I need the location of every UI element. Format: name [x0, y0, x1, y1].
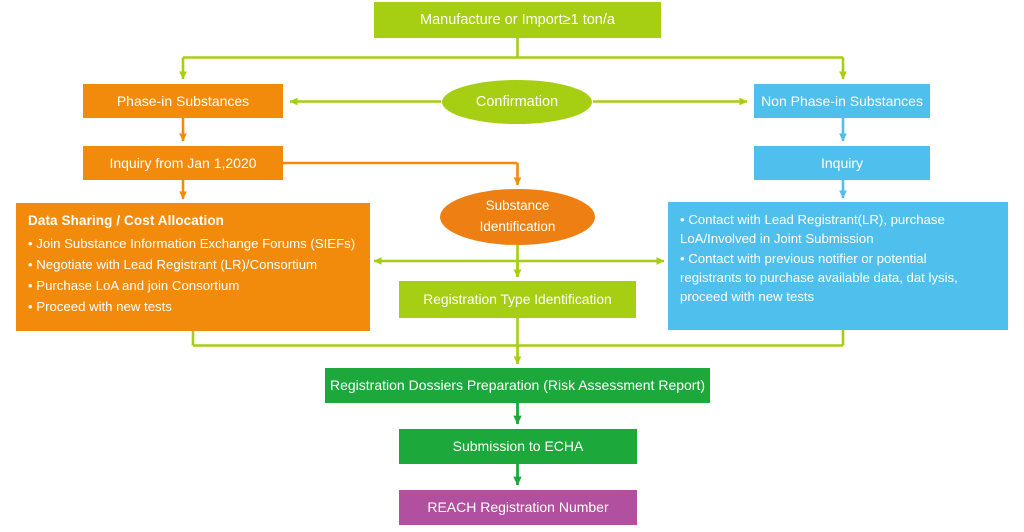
substance-identification-line: Substance	[485, 198, 550, 214]
data-sharing-item: • Proceed with new tests	[28, 299, 172, 315]
node-inquiry[interactable]: Inquiry	[754, 146, 930, 180]
node-submission-to-echa[interactable]: Submission to ECHA	[399, 429, 637, 464]
node-confirmation[interactable]: Confirmation	[442, 80, 592, 124]
data-sharing-title: Data Sharing / Cost Allocation	[28, 213, 225, 228]
node-registration-type-identification[interactable]: Registration Type Identification	[399, 281, 636, 318]
node-data-sharing-cost-allocation[interactable]: Data Sharing / Cost Allocation • Join Su…	[16, 203, 370, 331]
contact-line: • Contact with Lead Registrant(LR), purc…	[680, 212, 945, 227]
data-sharing-item: • Purchase LoA and join Consortium	[28, 277, 240, 293]
node-contact-lead-registrant[interactable]: • Contact with Lead Registrant(LR), purc…	[668, 202, 1008, 330]
node-inquiry-from-jan-2020[interactable]: Inquiry from Jan 1,2020	[83, 146, 283, 180]
node-registration-dossiers-preparation[interactable]: Registration Dossiers Preparation (Risk …	[325, 368, 710, 403]
substance-identification-line: Identification	[479, 219, 556, 234]
node-substance-identification[interactable]: Substance Identification	[440, 189, 595, 245]
node-manufacture-or-import[interactable]: Manufacture or Import≥1 ton/a	[374, 2, 661, 38]
contact-line: registrants to purchase available data, …	[680, 269, 958, 285]
contact-line: • Contact with previous notifier or pote…	[680, 250, 927, 266]
edge-inquiryjan-substance	[283, 161, 522, 186]
edge-regtype-bus	[373, 257, 665, 278]
contact-line: proceed with new tests	[680, 289, 815, 305]
node-reach-registration-number[interactable]: REACH Registration Number	[399, 490, 637, 525]
contact-line: LoA/Involved in Joint Submission	[680, 231, 874, 247]
data-sharing-item: • Join Substance Information Exchange Fo…	[28, 235, 356, 251]
edge-manufacture-split	[179, 38, 847, 80]
node-non-phase-in-substances[interactable]: Non Phase-in Substances	[754, 84, 930, 118]
data-sharing-item: • Negotiate with Lead Registrant (LR)/Co…	[28, 256, 318, 272]
node-phase-in-substances[interactable]: Phase-in Substances	[83, 84, 283, 118]
